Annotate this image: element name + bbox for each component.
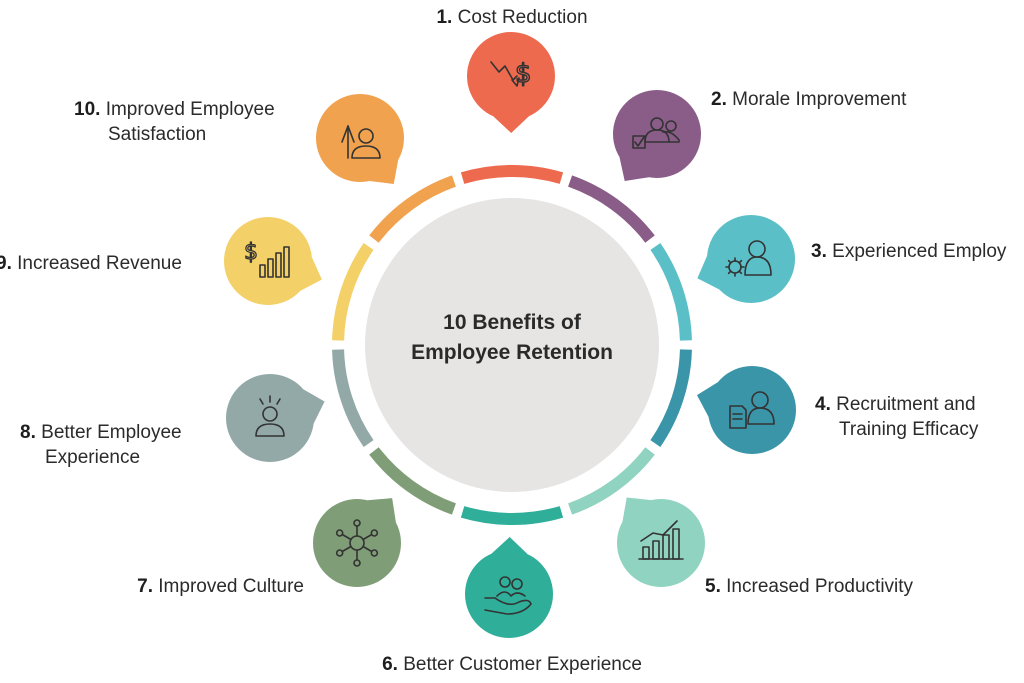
title-line-2: Employee Retention bbox=[411, 341, 613, 364]
ring-segment-1 bbox=[460, 165, 564, 184]
benefit-label-9: 9. Increased Revenue bbox=[0, 253, 182, 274]
ring-segment-3 bbox=[650, 243, 692, 341]
ring-segment-8 bbox=[332, 349, 374, 447]
dollar-down-icon: $ bbox=[490, 58, 532, 90]
benefit-bubble-3 bbox=[697, 215, 795, 303]
benefit-label-6: 6. Better Customer Experience bbox=[382, 654, 642, 675]
page-title: 10 Benefits of Employee Retention bbox=[362, 308, 662, 368]
ring-segment-9 bbox=[332, 243, 374, 341]
document-person-icon bbox=[729, 391, 775, 429]
benefit-bubble-6 bbox=[465, 537, 553, 638]
benefit-label-10: 10. Improved Employee Satisfaction bbox=[74, 99, 275, 145]
benefit-label-4: 4. Recruitment and Training Efficacy bbox=[815, 394, 979, 440]
benefit-bubble-10 bbox=[316, 94, 404, 184]
benefit-bubble-5 bbox=[617, 497, 705, 587]
ring-segment-10 bbox=[369, 175, 456, 243]
benefit-label-1: 1. Cost Reduction bbox=[436, 7, 588, 28]
benefit-bubble-9: $ bbox=[224, 217, 322, 305]
person-up-icon bbox=[341, 125, 381, 159]
benefit-label-2: 2. Morale Improvement bbox=[711, 89, 907, 110]
bubble-pointer bbox=[493, 116, 530, 133]
benefit-bubble-2 bbox=[613, 90, 701, 181]
person-idea-icon bbox=[255, 395, 285, 437]
ring-segment-4 bbox=[650, 349, 692, 447]
benefit-bubbles: $$ bbox=[224, 32, 796, 638]
benefit-bubble-7 bbox=[313, 498, 401, 587]
benefit-label-3: 3. Experienced Employ bbox=[811, 241, 1007, 262]
ring-segment-7 bbox=[369, 447, 456, 515]
center-circle bbox=[365, 198, 659, 492]
ring-segment-5 bbox=[568, 447, 655, 515]
ring-segment-6 bbox=[460, 506, 564, 525]
rising-chart-icon bbox=[638, 520, 684, 560]
gear-person-icon bbox=[725, 240, 772, 277]
benefit-label-8: 8. Better Employee Experience bbox=[20, 422, 182, 468]
hand-people-icon bbox=[484, 576, 532, 615]
ring-segment-2 bbox=[568, 175, 655, 243]
bubble-pointer bbox=[491, 537, 528, 555]
benefit-bubble-1: $ bbox=[467, 32, 555, 133]
network-icon bbox=[335, 519, 379, 567]
benefit-bubble-8 bbox=[226, 374, 325, 462]
bubble-circle bbox=[226, 374, 314, 462]
bubble-circle bbox=[613, 90, 701, 178]
people-check-icon bbox=[632, 117, 680, 149]
title-line-1: 10 Benefits of bbox=[443, 311, 581, 334]
bubble-circle bbox=[313, 499, 401, 587]
benefit-label-7: 7. Improved Culture bbox=[137, 576, 304, 597]
bubble-circle bbox=[617, 499, 705, 587]
svg-text:$: $ bbox=[244, 240, 258, 265]
segment-ring bbox=[332, 165, 692, 525]
benefit-label-5: 5. Increased Productivity bbox=[705, 576, 914, 597]
benefit-bubble-4 bbox=[696, 366, 796, 454]
svg-text:$: $ bbox=[515, 59, 532, 89]
dollar-bars-icon: $ bbox=[243, 239, 290, 278]
